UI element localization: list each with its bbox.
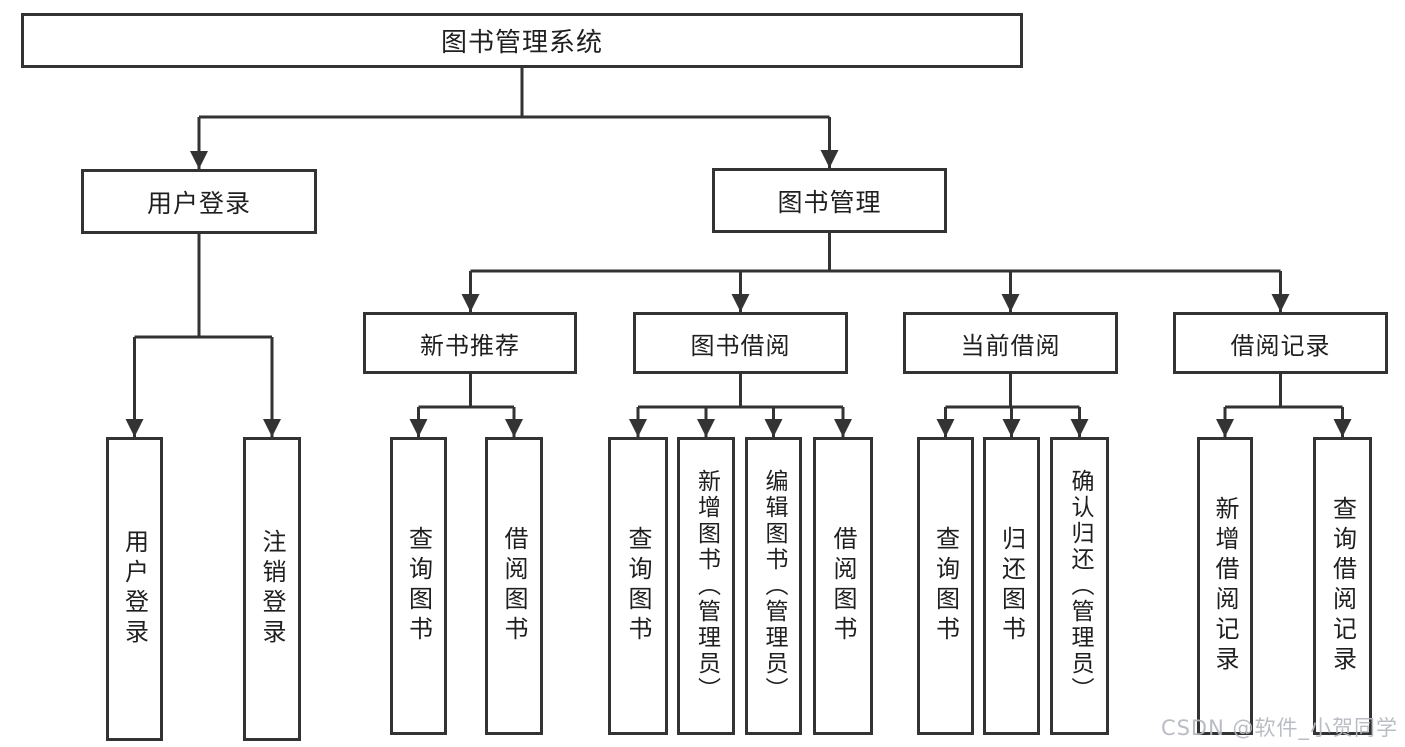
node-user-login: 用户登录: [81, 169, 317, 234]
leaf-newbooks-query-book: 查询图书: [390, 437, 447, 735]
leaf-confirm-return-admin: 确认归还（管理员）: [1050, 437, 1109, 735]
leaf-user-login: 用户登录: [106, 437, 163, 741]
leaf-borrow-borrow-book: 借阅图书: [813, 437, 873, 735]
leaf-logout: 注销登录: [243, 437, 301, 741]
leaf-query-borrow-record: 查询借阅记录: [1313, 437, 1372, 735]
node-root: 图书管理系统: [21, 13, 1023, 68]
node-new-book-recommend: 新书推荐: [363, 312, 577, 374]
leaf-return-book: 归还图书: [983, 437, 1040, 735]
node-book-management: 图书管理: [712, 168, 947, 233]
node-borrow-records: 借阅记录: [1173, 312, 1388, 374]
node-book-borrow: 图书借阅: [633, 312, 848, 374]
leaf-edit-book-admin: 编辑图书（管理员）: [745, 437, 802, 735]
node-current-borrow: 当前借阅: [903, 312, 1118, 374]
csdn-watermark: CSDN @软件_小贺同学: [1160, 716, 1398, 740]
leaf-current-query-book: 查询图书: [917, 437, 974, 735]
leaf-add-borrow-record: 新增借阅记录: [1197, 437, 1253, 735]
leaf-newbooks-borrow-book: 借阅图书: [485, 437, 543, 735]
leaf-add-book-admin: 新增图书（管理员）: [677, 437, 735, 735]
leaf-borrow-query-book: 查询图书: [608, 437, 668, 735]
